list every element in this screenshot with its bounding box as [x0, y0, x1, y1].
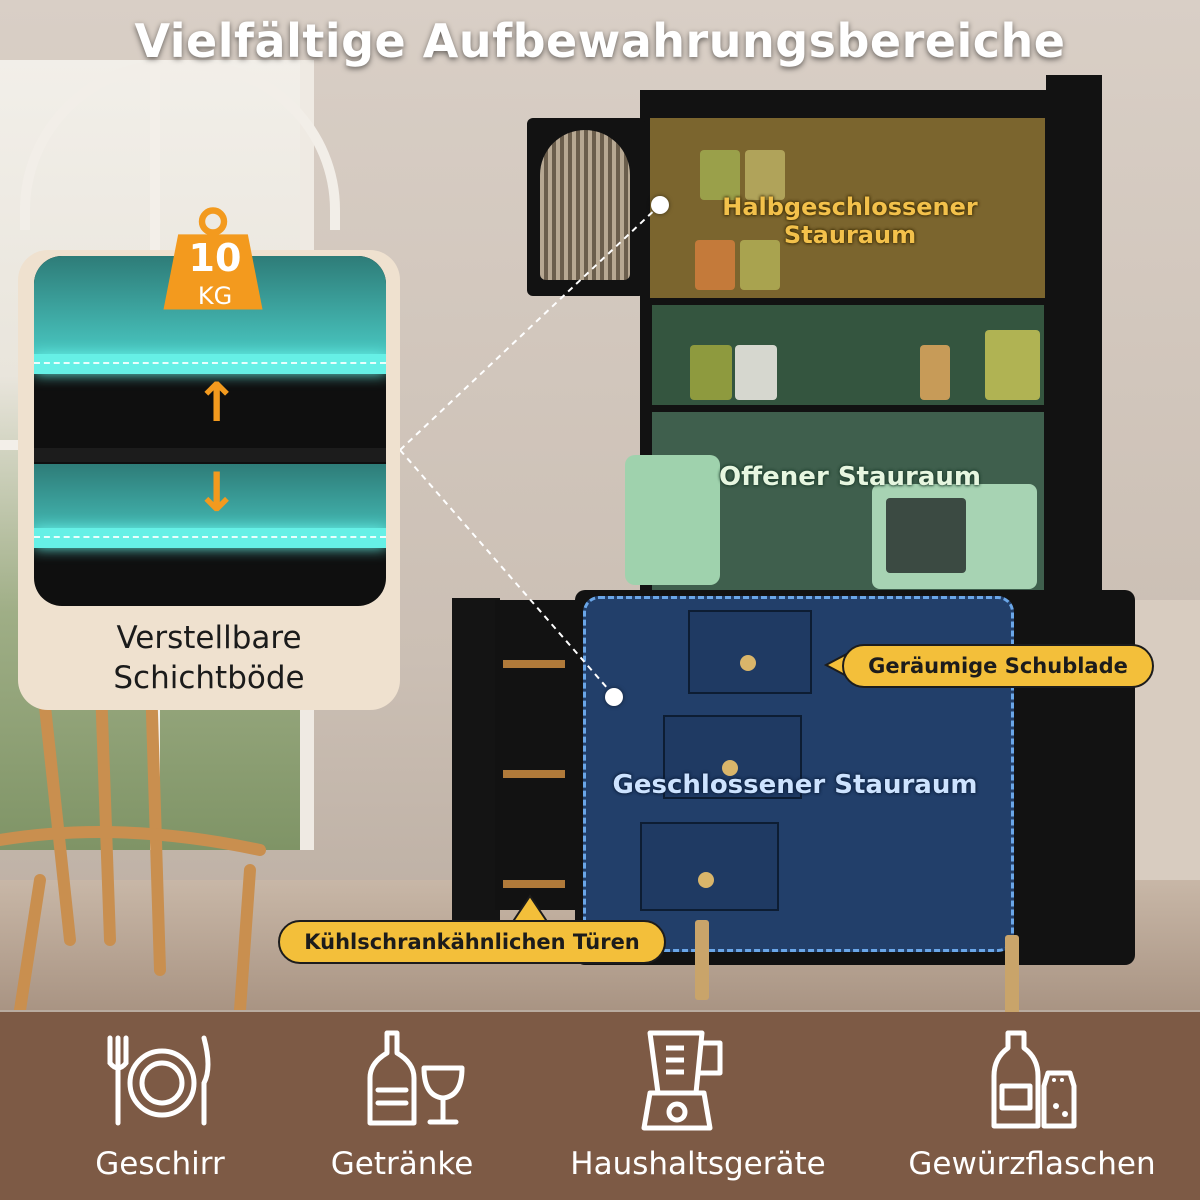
feature-label-spices: Gewürzflaschen	[908, 1146, 1156, 1182]
jar	[920, 345, 950, 400]
inset-label-line2: Schichtböde	[113, 660, 305, 696]
drawer-middle[interactable]	[663, 715, 802, 799]
weight-icon	[163, 207, 263, 310]
drawer-knob	[740, 655, 756, 671]
rack-bar	[503, 880, 565, 888]
jar	[740, 240, 780, 290]
microwave-window	[886, 498, 966, 573]
callout-drawer: Geräumige Schublade	[842, 644, 1154, 688]
callout-semi-closed-line1: Halbgeschlossener	[722, 193, 978, 221]
shelf-dashed-line	[34, 536, 386, 538]
rack-bar	[503, 770, 565, 778]
callout-semi-closed: Halbgeschlossener Stauraum	[705, 193, 995, 249]
drawer-top[interactable]	[688, 610, 812, 694]
feature-label-appliances: Haushaltsgeräte	[570, 1146, 826, 1182]
drawer-bottom[interactable]	[640, 822, 779, 911]
callout-open: Offener Stauraum	[719, 462, 981, 492]
shelf-glow-edge	[34, 528, 386, 548]
fluted-glass-panel	[540, 130, 630, 280]
rack-bar	[503, 660, 565, 668]
condiment-bottles-icon	[991, 1030, 1077, 1129]
weight-value: 10	[188, 236, 242, 280]
feature-label-drinks: Getränke	[330, 1146, 474, 1182]
feature-label-dishes: Geschirr	[95, 1146, 225, 1182]
inset-label-line1: Verstellbare	[116, 620, 302, 656]
cabinet-leg	[1005, 935, 1019, 1015]
callout-closed: Geschlossener Stauraum	[612, 770, 978, 800]
drawer-knob	[722, 760, 738, 776]
arrow-up-icon: ↑	[194, 371, 240, 434]
jar	[735, 345, 777, 400]
inset-label: Verstellbare Schichtböde	[18, 618, 400, 698]
blender-icon	[641, 1030, 723, 1131]
arrow-down-icon: ↓	[194, 461, 240, 524]
espresso-machine	[625, 455, 720, 585]
callout-dot	[651, 196, 669, 214]
drawer-knob	[698, 872, 714, 888]
cabinet-leg	[695, 920, 709, 1000]
tableware-icon	[107, 1035, 211, 1126]
door-spice-rack	[495, 600, 580, 910]
hutch-side-panel	[1046, 75, 1102, 615]
jar	[745, 150, 785, 200]
left-door-panel[interactable]	[452, 598, 500, 923]
shelf-glow-edge	[34, 354, 386, 374]
shelf-dashed-line	[34, 362, 386, 364]
shelf-board	[34, 448, 386, 462]
jar	[695, 240, 735, 290]
jar	[985, 330, 1040, 400]
callout-dot	[605, 688, 623, 706]
callout-fridge-doors: Kühlschrankähnlichen Türen	[278, 920, 666, 964]
page-title: Vielfältige Aufbewahrungsbereiche	[134, 14, 1066, 68]
drinks-icon	[367, 1030, 465, 1126]
weight-unit: KG	[197, 282, 233, 310]
jar	[690, 345, 732, 400]
jar	[700, 150, 740, 200]
callout-semi-closed-line2: Stauraum	[783, 221, 917, 249]
